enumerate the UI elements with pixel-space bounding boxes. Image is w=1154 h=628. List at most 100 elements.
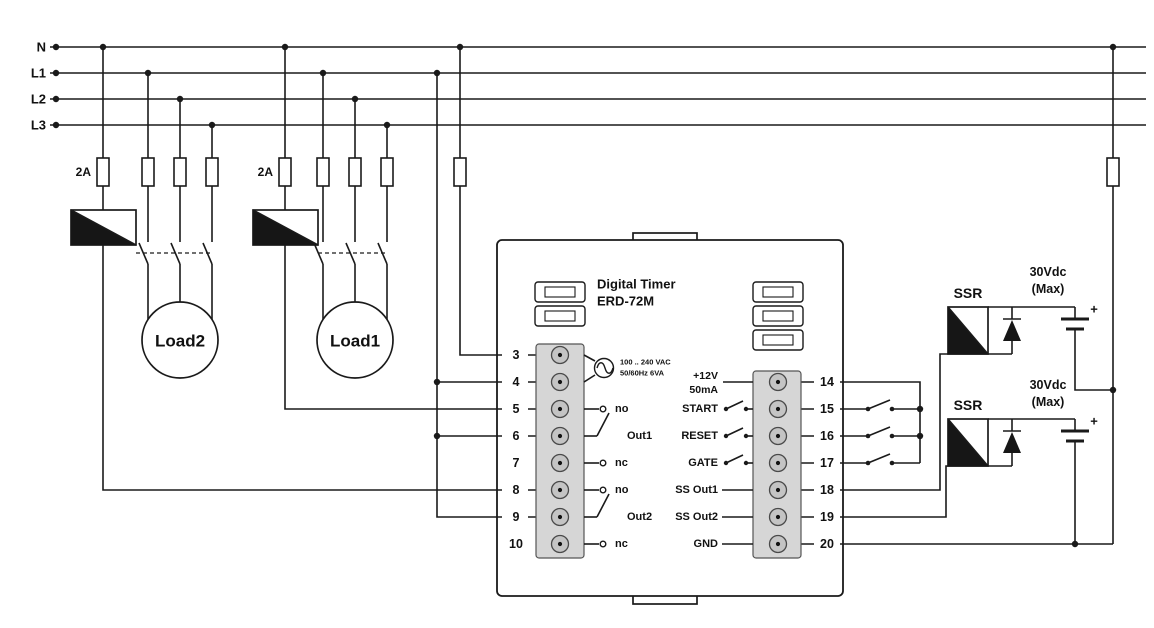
relay-blade-icon <box>596 412 610 437</box>
terminal-number-10: 10 <box>509 537 523 551</box>
ssr-label: SSR <box>954 285 983 301</box>
diode-icon <box>1003 307 1021 354</box>
junction-dots <box>52 43 1117 548</box>
ssr-icon <box>947 418 989 467</box>
bus-label-n: N <box>37 40 46 55</box>
terminal-number-19: 19 <box>820 510 834 524</box>
nc-contact-icon <box>599 540 607 548</box>
voltage-label-line1: 30Vdc <box>1030 265 1067 279</box>
no-contact-icon <box>599 486 607 494</box>
relay1-no-label: no <box>615 403 629 415</box>
load1-circle <box>316 301 394 379</box>
contactor-coil-icon <box>252 209 319 246</box>
fuse-icon <box>316 157 330 187</box>
terminal-number-17: 17 <box>820 456 834 470</box>
relay-out2: no Out2 nc <box>584 484 652 550</box>
label-start: START <box>682 403 718 415</box>
terminal-number-9: 9 <box>513 510 520 524</box>
ssr-circuit-1: SSR 30Vdc (Max) + <box>843 265 1113 491</box>
fused-contact-l3 <box>202 125 219 320</box>
voltage-label-line1: 30Vdc <box>1030 378 1067 392</box>
load2-label: Load2 <box>155 332 205 351</box>
ac-supply-icon <box>583 354 615 383</box>
relay-out1: no Out1 nc <box>584 403 652 469</box>
label-50ma: 50mA <box>689 384 718 396</box>
terminal-number-16: 16 <box>820 429 834 443</box>
fuse-icon <box>1106 157 1120 187</box>
terminal-number-8: 8 <box>513 483 520 497</box>
no-contact-icon <box>599 405 607 413</box>
nc-contact-icon <box>599 459 607 467</box>
ssr-circuit-2: SSR 30Vdc (Max) + <box>843 378 1098 544</box>
voltage-label-line2: (Max) <box>1032 282 1065 296</box>
terminal-number-15: 15 <box>820 402 834 416</box>
device-model: ERD-72M <box>597 294 654 309</box>
fuse-icon <box>278 157 292 187</box>
terminal-number-4: 4 <box>513 375 520 389</box>
load2-circle <box>141 301 219 379</box>
ssr-label: SSR <box>954 397 983 413</box>
reset-switch-icon <box>843 426 920 437</box>
relay-blade-icon <box>596 493 610 518</box>
right-rail <box>843 47 1120 545</box>
gate-switch-icon <box>843 453 920 464</box>
right-terminal-numbers: 14 15 16 17 18 19 20 <box>814 374 840 552</box>
dc-supply-icon <box>1061 419 1089 544</box>
plus-sign: + <box>1090 302 1098 317</box>
contact-blade-icon <box>345 242 356 265</box>
right-terminal-strip <box>752 281 804 559</box>
device-title: Digital Timer <box>597 277 676 292</box>
fuse-icon <box>380 157 394 187</box>
fused-contact-l3 <box>377 125 394 320</box>
left-terminal-numbers: 3 4 5 6 7 8 9 10 <box>502 347 528 552</box>
voltage-label-line2: (Max) <box>1032 395 1065 409</box>
fused-contact-l1 <box>313 73 330 320</box>
fused-contact-l1 <box>138 73 155 320</box>
bus-label-l1: L1 <box>31 66 46 81</box>
timer-device: 3 4 5 6 7 8 9 10 14 15 16 17 18 19 20 Di… <box>496 232 844 605</box>
power-buses: N L1 L2 L3 <box>31 40 1146 133</box>
label-gate: GATE <box>688 457 718 469</box>
terminal-number-5: 5 <box>513 402 520 416</box>
bus-label-l2: L2 <box>31 92 46 107</box>
relay1-name-label: Out1 <box>627 430 652 442</box>
left-terminal-strip <box>534 281 586 559</box>
plus12v-common-wire <box>843 381 921 463</box>
fused-contact-l2 <box>170 99 187 303</box>
terminal-number-3: 3 <box>513 348 520 362</box>
terminal-number-6: 6 <box>513 429 520 443</box>
relay2-nc-label: nc <box>615 538 628 550</box>
ss-out2-wire <box>843 465 1012 518</box>
fuse-rating-label: 2A <box>76 165 92 179</box>
io-labels: +12V 50mA START RESET GATE SS Out1 SS Ou… <box>675 370 753 550</box>
fuse-icon <box>173 157 187 187</box>
control-input-wiring <box>843 381 921 464</box>
label-gnd: GND <box>694 538 719 550</box>
supply-wiring <box>436 47 497 518</box>
contactor-group-load1: 2A Loa <box>252 47 497 410</box>
label-ss-out2: SS Out2 <box>675 511 718 523</box>
supply-rating-line1: 100 .. 240 VAC <box>620 358 671 367</box>
terminal-screws <box>550 345 570 554</box>
fuse-rating-label: 2A <box>258 165 274 179</box>
fuse-icon <box>141 157 155 187</box>
relay2-name-label: Out2 <box>627 511 652 523</box>
bus-label-l3: L3 <box>31 118 46 133</box>
sine-glyph <box>596 362 614 374</box>
label-ss-out1: SS Out1 <box>675 484 718 496</box>
start-switch-icon <box>843 399 920 410</box>
load1-label: Load1 <box>330 332 380 351</box>
terminal-screws <box>768 372 788 554</box>
ssr-icon <box>947 306 989 355</box>
fuse-icon <box>348 157 362 187</box>
load1: Load1 <box>316 301 394 379</box>
terminal-number-7: 7 <box>513 456 520 470</box>
fuse-icon <box>453 157 467 187</box>
dc-supply-icon <box>1061 307 1113 391</box>
fuse-icon <box>96 157 110 187</box>
terminal-number-18: 18 <box>820 483 834 497</box>
contact-blade-icon <box>170 242 181 265</box>
terminal-number-20: 20 <box>820 537 834 551</box>
